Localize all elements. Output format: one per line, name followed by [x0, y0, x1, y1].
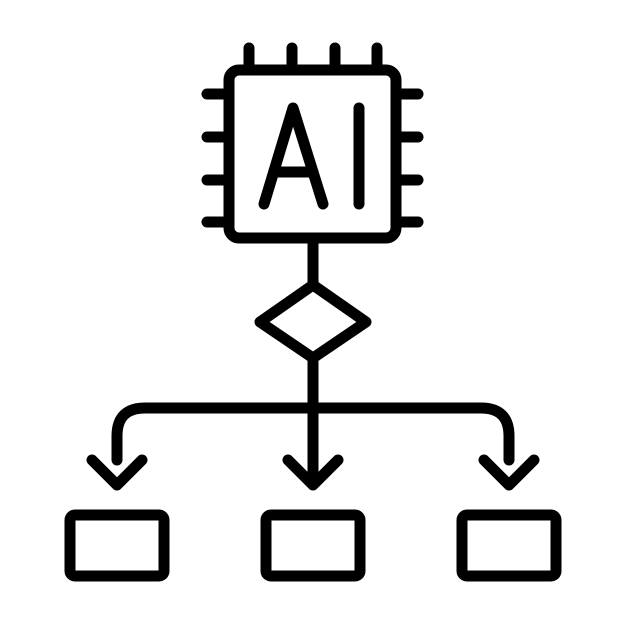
chip-top-pins — [243, 42, 383, 76]
chip-left-pins — [201, 88, 235, 228]
left-arrow-icon — [86, 454, 148, 491]
right-arrow-icon — [478, 454, 540, 491]
decision-diamond-icon — [254, 279, 372, 364]
output-box-middle — [260, 509, 366, 582]
chip-right-pins — [390, 88, 424, 228]
output-box-left — [64, 509, 170, 582]
middle-arrow-icon — [282, 454, 344, 491]
output-box-right — [456, 509, 562, 582]
chip-label-glyphs — [258, 102, 365, 210]
chip-icon: AI — [201, 42, 424, 244]
